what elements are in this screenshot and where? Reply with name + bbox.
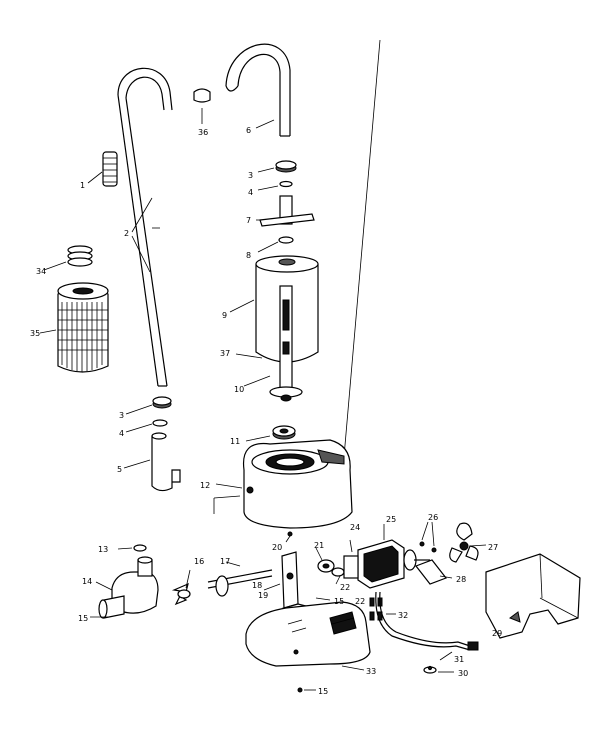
label-10: 10 (234, 385, 244, 394)
label-37: 37 (220, 349, 230, 358)
label-21: 21 (314, 541, 324, 550)
part-19-bracket (263, 551, 331, 613)
part-17-shaft (207, 561, 273, 597)
part-33-base-plate (245, 601, 371, 671)
part-14-pump (95, 556, 159, 619)
part-4-washer-left (152, 419, 168, 427)
label-20: 20 (272, 543, 282, 552)
part-28-bracket (415, 559, 453, 585)
label-22-bottom: 22 (355, 597, 365, 606)
part-1-spring (87, 151, 118, 187)
label-34-left: 34 (36, 267, 46, 276)
label-19: 19 (258, 591, 268, 600)
label-18: 18 (252, 581, 262, 590)
label-12: 12 (200, 481, 210, 490)
label-11: 11 (230, 437, 240, 446)
label-28: 28 (456, 575, 466, 584)
part-30-plug (423, 665, 454, 674)
part-15-foot (297, 687, 316, 693)
part-2-tube (117, 67, 173, 387)
leader-3a (125, 404, 153, 415)
part-6-j-tube (225, 43, 291, 137)
label-6: 6 (246, 126, 251, 135)
part-13-clip (117, 544, 147, 552)
part-3-nut-left (152, 396, 172, 409)
label-7: 7 (246, 216, 251, 225)
label-24: 24 (350, 523, 360, 532)
part-7-diffuser (256, 195, 315, 227)
part-11-nut (245, 425, 296, 442)
label-36: 36 (198, 128, 208, 137)
label-30: 30 (458, 669, 468, 678)
label-15-bottom: 15 (318, 687, 328, 696)
leader-37 (235, 353, 263, 359)
part-4-washer-center (257, 180, 293, 191)
label-31: 31 (454, 655, 464, 664)
label-25: 25 (386, 515, 396, 524)
part-31-power-cord (375, 591, 479, 661)
reference-line (341, 39, 381, 481)
part-9-cylinder-housing (229, 255, 319, 363)
label-16: 16 (194, 557, 204, 566)
label-29: 29 (492, 629, 502, 638)
label-5: 5 (117, 465, 122, 474)
label-8: 8 (246, 251, 251, 260)
part-26-screws (419, 521, 437, 553)
part-3-nut-center (257, 160, 297, 173)
label-33: 33 (366, 667, 376, 676)
label-3-left: 3 (119, 411, 124, 420)
label-15-mid: 15 (334, 597, 344, 606)
label-13: 13 (98, 545, 108, 554)
leader-4a (125, 423, 153, 433)
part-34-coil-spring (43, 245, 93, 271)
part-25-motor (343, 524, 430, 589)
label-26: 26 (428, 513, 438, 522)
label-1: 1 (80, 181, 85, 190)
part-35-filter-cartridge (39, 282, 109, 373)
part-12-base-housing (213, 439, 353, 529)
part-36-cap (193, 88, 211, 124)
label-4-center: 4 (248, 188, 253, 197)
part-16-impeller (171, 569, 191, 606)
label-9: 9 (222, 311, 227, 320)
leader-5 (123, 459, 151, 469)
part-10-shaft (243, 285, 303, 402)
label-2: 2 (124, 229, 129, 238)
label-27: 27 (488, 543, 498, 552)
part-labels: 1 2 34 35 3 4 5 36 6 3 4 7 8 9 37 10 11 … (30, 126, 502, 696)
part-5-elbow-tube (151, 432, 181, 492)
leader-2b (131, 235, 151, 273)
part-21-coupler (315, 547, 345, 585)
label-3-center: 3 (248, 171, 253, 180)
part-20-screw (285, 531, 293, 543)
label-35: 35 (30, 329, 40, 338)
label-15-left: 15 (78, 614, 88, 623)
part-27-fan-blade (449, 522, 487, 563)
label-17: 17 (220, 557, 230, 566)
leader-2a (131, 197, 153, 233)
part-29-fan-shroud (485, 553, 581, 639)
label-22-top: 22 (340, 583, 350, 592)
part-8-washer (257, 236, 294, 253)
label-32: 32 (398, 611, 408, 620)
label-14: 14 (82, 577, 92, 586)
label-4-left: 4 (119, 429, 124, 438)
